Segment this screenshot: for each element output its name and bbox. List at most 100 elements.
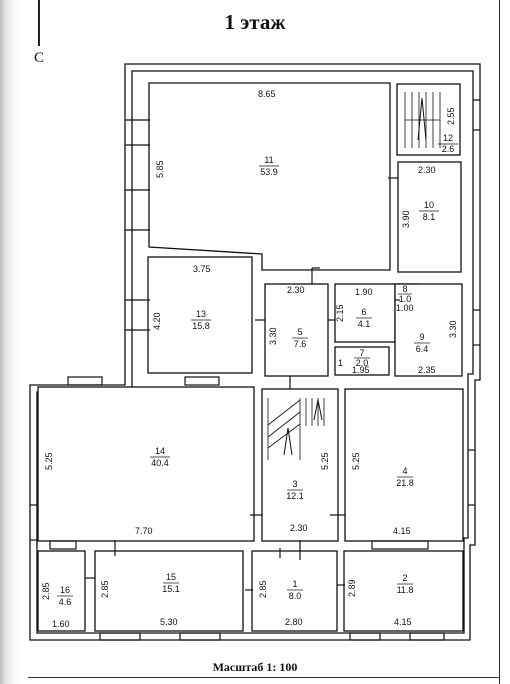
room-label-12: 122.6 [438,133,458,154]
svg-text:13: 13 [196,309,206,319]
room-5-shape [264,283,329,377]
dim-label: 1.60 [52,619,70,629]
dim-label: 5.30 [160,617,178,627]
room-shapes [37,82,464,632]
sheet-border-right [499,0,500,684]
dim-label: 2.85 [100,580,110,598]
room-label-8: 81.0 [398,284,412,304]
dim-label: 4.15 [393,526,411,536]
room-2-shape [343,550,464,632]
svg-text:15: 15 [166,572,176,582]
svg-text:7: 7 [359,348,364,358]
svg-text:53.9: 53.9 [260,167,278,177]
dim-label: 2.55 [446,107,456,125]
room-4-shape [344,388,464,542]
room-label-15: 15 15.1 [162,572,180,594]
outer-wall [29,63,481,641]
svg-text:5: 5 [297,327,302,337]
room-label-14: 14 40.4 [150,446,170,468]
room-label-13: 13 15.8 [191,309,211,331]
svg-text:1.0: 1.0 [399,294,412,304]
north-arrow-icon [38,0,40,46]
stair-room-12 [404,92,441,148]
svg-text:1: 1 [292,579,297,589]
svg-text:3: 3 [292,479,297,489]
svg-text:12: 12 [443,133,453,143]
svg-text:4.6: 4.6 [59,597,72,607]
dim-label: 2.80 [285,617,303,627]
room-14-shape [37,386,255,542]
dim-label: 1 [338,358,343,368]
dimension-labels: 8.65 5.85 2.55 2.30 3.90 3.75 4.20 2.30 … [41,89,458,629]
dim-label: 5.25 [320,452,330,470]
svg-text:14: 14 [155,446,165,456]
dim-label: 8.65 [258,89,276,99]
dim-label: 2.30 [418,165,436,175]
dim-label: 5.25 [351,452,361,470]
dim-label: 2.89 [347,579,357,597]
svg-text:8.1: 8.1 [423,212,436,222]
dim-label: 1.90 [355,287,373,297]
room-label-1: 18.0 [287,579,303,601]
dim-label: 4.20 [152,312,162,330]
room-16-shape [37,550,86,632]
svg-text:11.8: 11.8 [397,585,414,595]
svg-text:16: 16 [60,585,70,595]
dim-label: 3.30 [448,320,458,338]
room-label-2: 211.8 [397,573,414,595]
dim-label: 1.00 [396,303,414,313]
room-13-shape [147,256,253,374]
dim-label: 2.30 [290,523,308,533]
svg-text:15.1: 15.1 [162,584,180,594]
dim-label: 7.70 [135,526,153,536]
room-label-10: 108.1 [419,200,439,222]
windows-and-doors [30,99,480,641]
svg-text:6: 6 [361,307,366,317]
room-6-shape [334,283,396,343]
svg-text:4: 4 [402,466,407,476]
room-9-shape [394,283,463,377]
dim-label: 4.15 [394,617,412,627]
svg-text:7.6: 7.6 [294,339,307,349]
svg-text:9: 9 [419,332,424,342]
svg-text:2.0: 2.0 [356,358,369,368]
svg-text:2.6: 2.6 [442,144,455,154]
room-label-6: 64.1 [356,307,372,329]
room-label-16: 164.6 [57,585,73,607]
scale-label: Масштаб 1: 100 [212,660,298,674]
dim-label: 2.15 [335,304,345,322]
room-label-7: 72.0 [354,348,370,368]
room-label-9: 96.4 [414,332,430,354]
room-7-shape [334,346,390,376]
svg-text:8.0: 8.0 [289,591,302,601]
dim-label: 3.90 [401,210,411,228]
dim-label: 2.35 [418,365,436,375]
north-label: С [34,50,45,66]
svg-text:8: 8 [402,284,407,294]
room-10-shape [397,161,462,273]
dim-label: 3.30 [268,327,278,345]
svg-text:21.8: 21.8 [396,478,414,488]
svg-text:11: 11 [264,155,273,165]
svg-text:15.8: 15.8 [192,321,210,331]
dim-label: 3.75 [193,264,211,274]
room-label-5: 57.6 [292,327,308,349]
svg-text:4.1: 4.1 [358,319,371,329]
dim-label: 5.85 [155,160,165,178]
dim-label: 2.85 [258,580,268,598]
room-label-11: 11 53.9 [259,155,279,177]
dim-label: 2.85 [41,582,51,600]
svg-text:6.4: 6.4 [416,344,429,354]
svg-text:2: 2 [402,573,407,583]
stair-room-3 [267,398,325,460]
room-label-3: 312.1 [286,479,304,501]
room-label-4: 421.8 [396,466,414,488]
dim-label: 1.95 [352,365,370,375]
room-1-shape [251,550,338,632]
svg-text:40.4: 40.4 [151,458,169,468]
room-15-shape [94,550,244,632]
page-title: 1 этаж [224,10,286,34]
room-11-shape [148,82,391,271]
